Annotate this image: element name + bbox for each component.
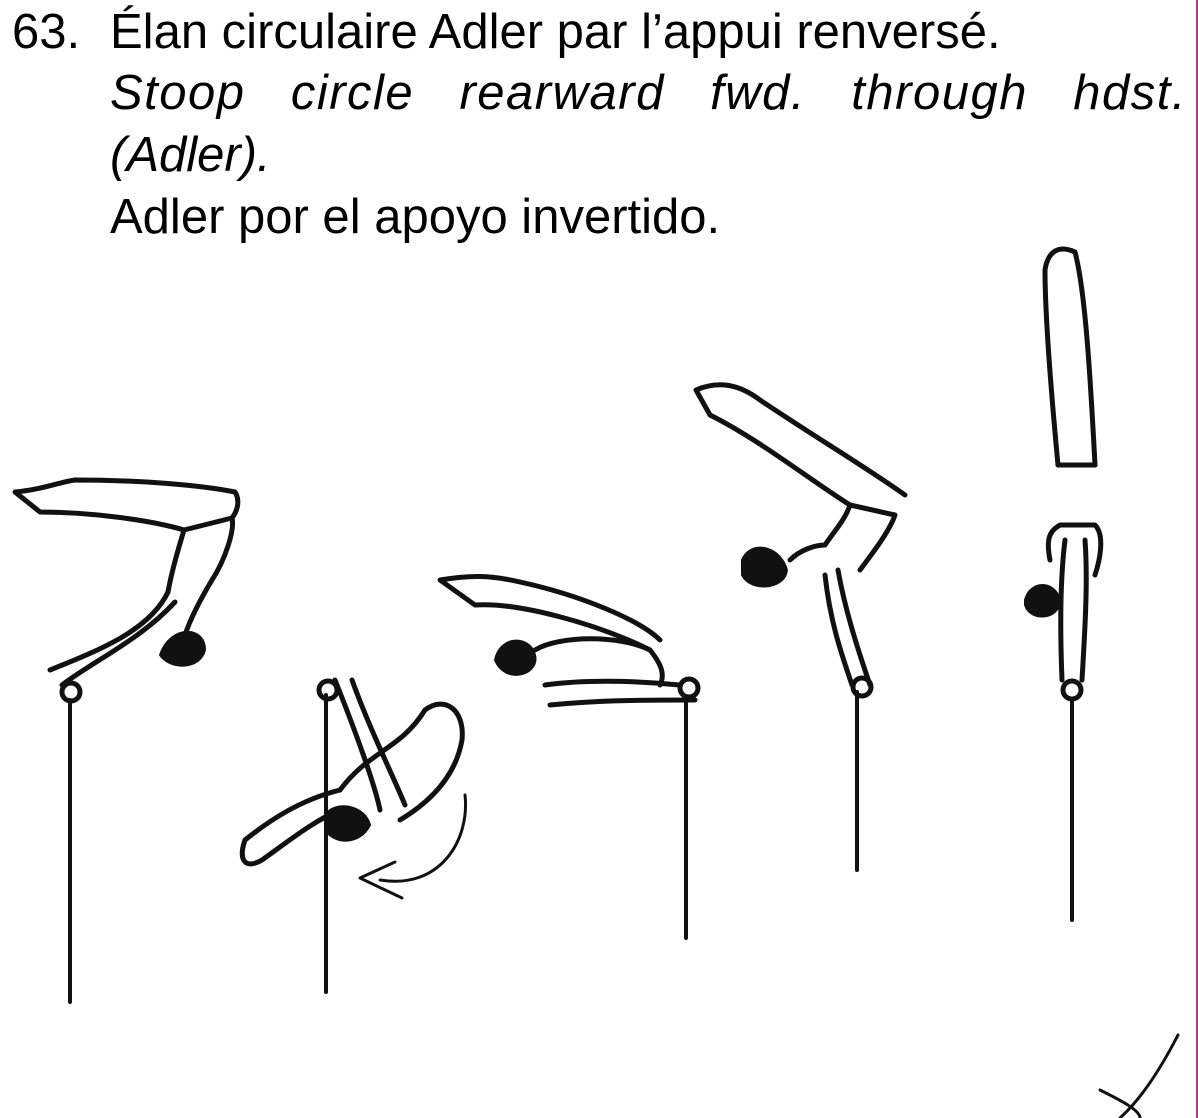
figure-1-arm [59,599,178,688]
figure-4-piked-handstand [693,382,908,872]
figure-2-rotation-arrow [378,793,468,883]
title-french: Élan circulaire Adler par l’appui renver… [110,5,1001,59]
figure-3-arm [542,678,683,688]
figure-5-legs [1042,246,1098,468]
figure-2-arm [332,677,383,813]
figure-3-head [494,639,537,676]
figure-5-bar-grip [1060,678,1084,702]
figure-5-arm-back [1079,537,1089,683]
corner-pen-mark [1118,1033,1180,1118]
figure-1-legs [12,477,241,533]
corner-pen-mark-2 [1098,1088,1142,1118]
figure-2-head [324,805,371,842]
figure-3-legs [437,574,663,653]
figure-2-arrow-head [358,860,404,900]
figure-1-torso [165,515,236,638]
figure-5-torso [1045,522,1104,578]
figure-4-arm-back [835,567,873,688]
title-english-line-1: Stoop circle rearward fwd. through hdst. [110,66,1187,120]
figure-5-head [1024,584,1061,618]
figure-2-legs [239,787,343,867]
figure-3-arm-back [547,697,698,708]
figure-4-arm [822,572,855,688]
figure-5-handstand [1024,246,1104,922]
figure-3-piked-horizontal [437,574,701,940]
figure-3-bar-grip [677,676,701,700]
title-spanish: Adler por el apoyo invertido. [110,190,721,244]
title-english-line-2: (Adler). [110,128,271,182]
figure-2-body [337,701,465,823]
skill-illustration [12,246,1180,1118]
page-edge-line [1196,0,1198,1118]
figure-1-head [159,630,206,667]
figure-1-bar-grip [59,680,83,704]
figure-4-head [741,546,788,588]
figure-1-arm-back [47,589,171,673]
entry-titles: Élan circulaire Adler par l’appui renver… [110,2,1187,248]
figure-4-torso [787,502,898,573]
figure-5-arm [1058,537,1068,683]
figure-2-stoop-circle [239,677,468,994]
figure-4-legs [693,382,908,508]
figure-1-piked-support [12,477,241,1004]
entry-number: 63. [12,5,81,59]
